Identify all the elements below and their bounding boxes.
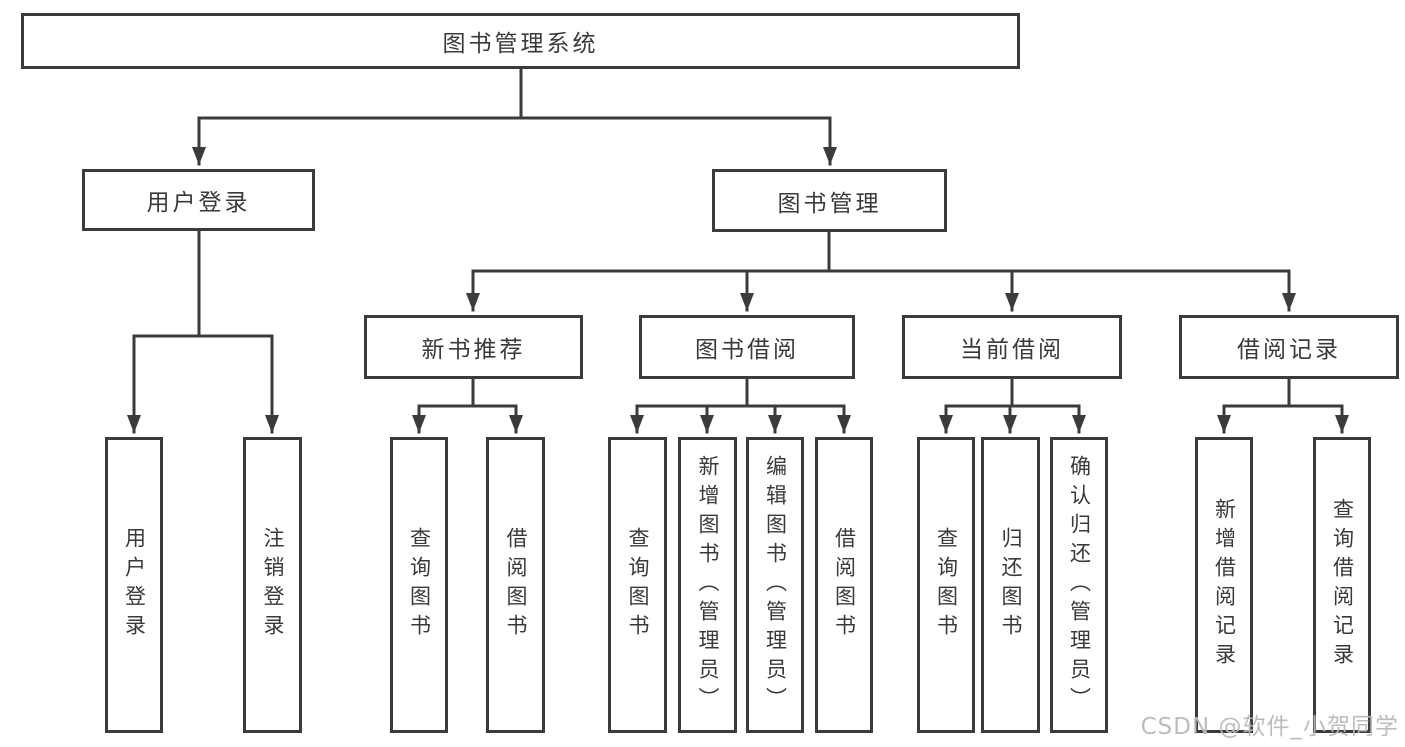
tree-leaf-recommend-borrow-books: 借阅图书 xyxy=(486,437,545,733)
tree-node-new-book-recommendation: 新书推荐 xyxy=(364,315,583,379)
tree-leaf-records-query-record: 查询借阅记录 xyxy=(1313,437,1371,733)
tree-node-book-management: 图书管理 xyxy=(712,169,947,232)
tree-leaf-borrowing-edit-books-admin: 编辑图书（管理员） xyxy=(746,437,804,733)
tree-leaf-borrowing-add-books-admin: 新增图书（管理员） xyxy=(678,437,737,733)
tree-node-current-borrowing: 当前借阅 xyxy=(902,315,1122,379)
tree-leaf-borrowing-borrow-books: 借阅图书 xyxy=(815,437,873,733)
tree-leaf-user-login: 用户登录 xyxy=(105,437,163,733)
watermark-text: CSDN @软件_小贺同学 xyxy=(1140,714,1399,740)
tree-node-book-borrowing: 图书借阅 xyxy=(639,315,855,379)
tree-leaf-current-return-books: 归还图书 xyxy=(981,437,1040,733)
tree-leaf-records-add-record: 新增借阅记录 xyxy=(1195,437,1253,733)
tree-leaf-current-confirm-return-admin: 确认归还（管理员） xyxy=(1050,437,1108,733)
tree-node-library-system: 图书管理系统 xyxy=(21,13,1020,69)
tree-node-user-login: 用户登录 xyxy=(82,169,315,231)
tree-leaf-logout: 注销登录 xyxy=(243,437,302,733)
tree-leaf-borrowing-query-books: 查询图书 xyxy=(608,437,667,733)
tree-node-borrowing-records: 借阅记录 xyxy=(1179,315,1399,379)
tree-leaf-recommend-query-books: 查询图书 xyxy=(390,437,448,733)
tree-leaf-current-query-books: 查询图书 xyxy=(917,437,975,733)
